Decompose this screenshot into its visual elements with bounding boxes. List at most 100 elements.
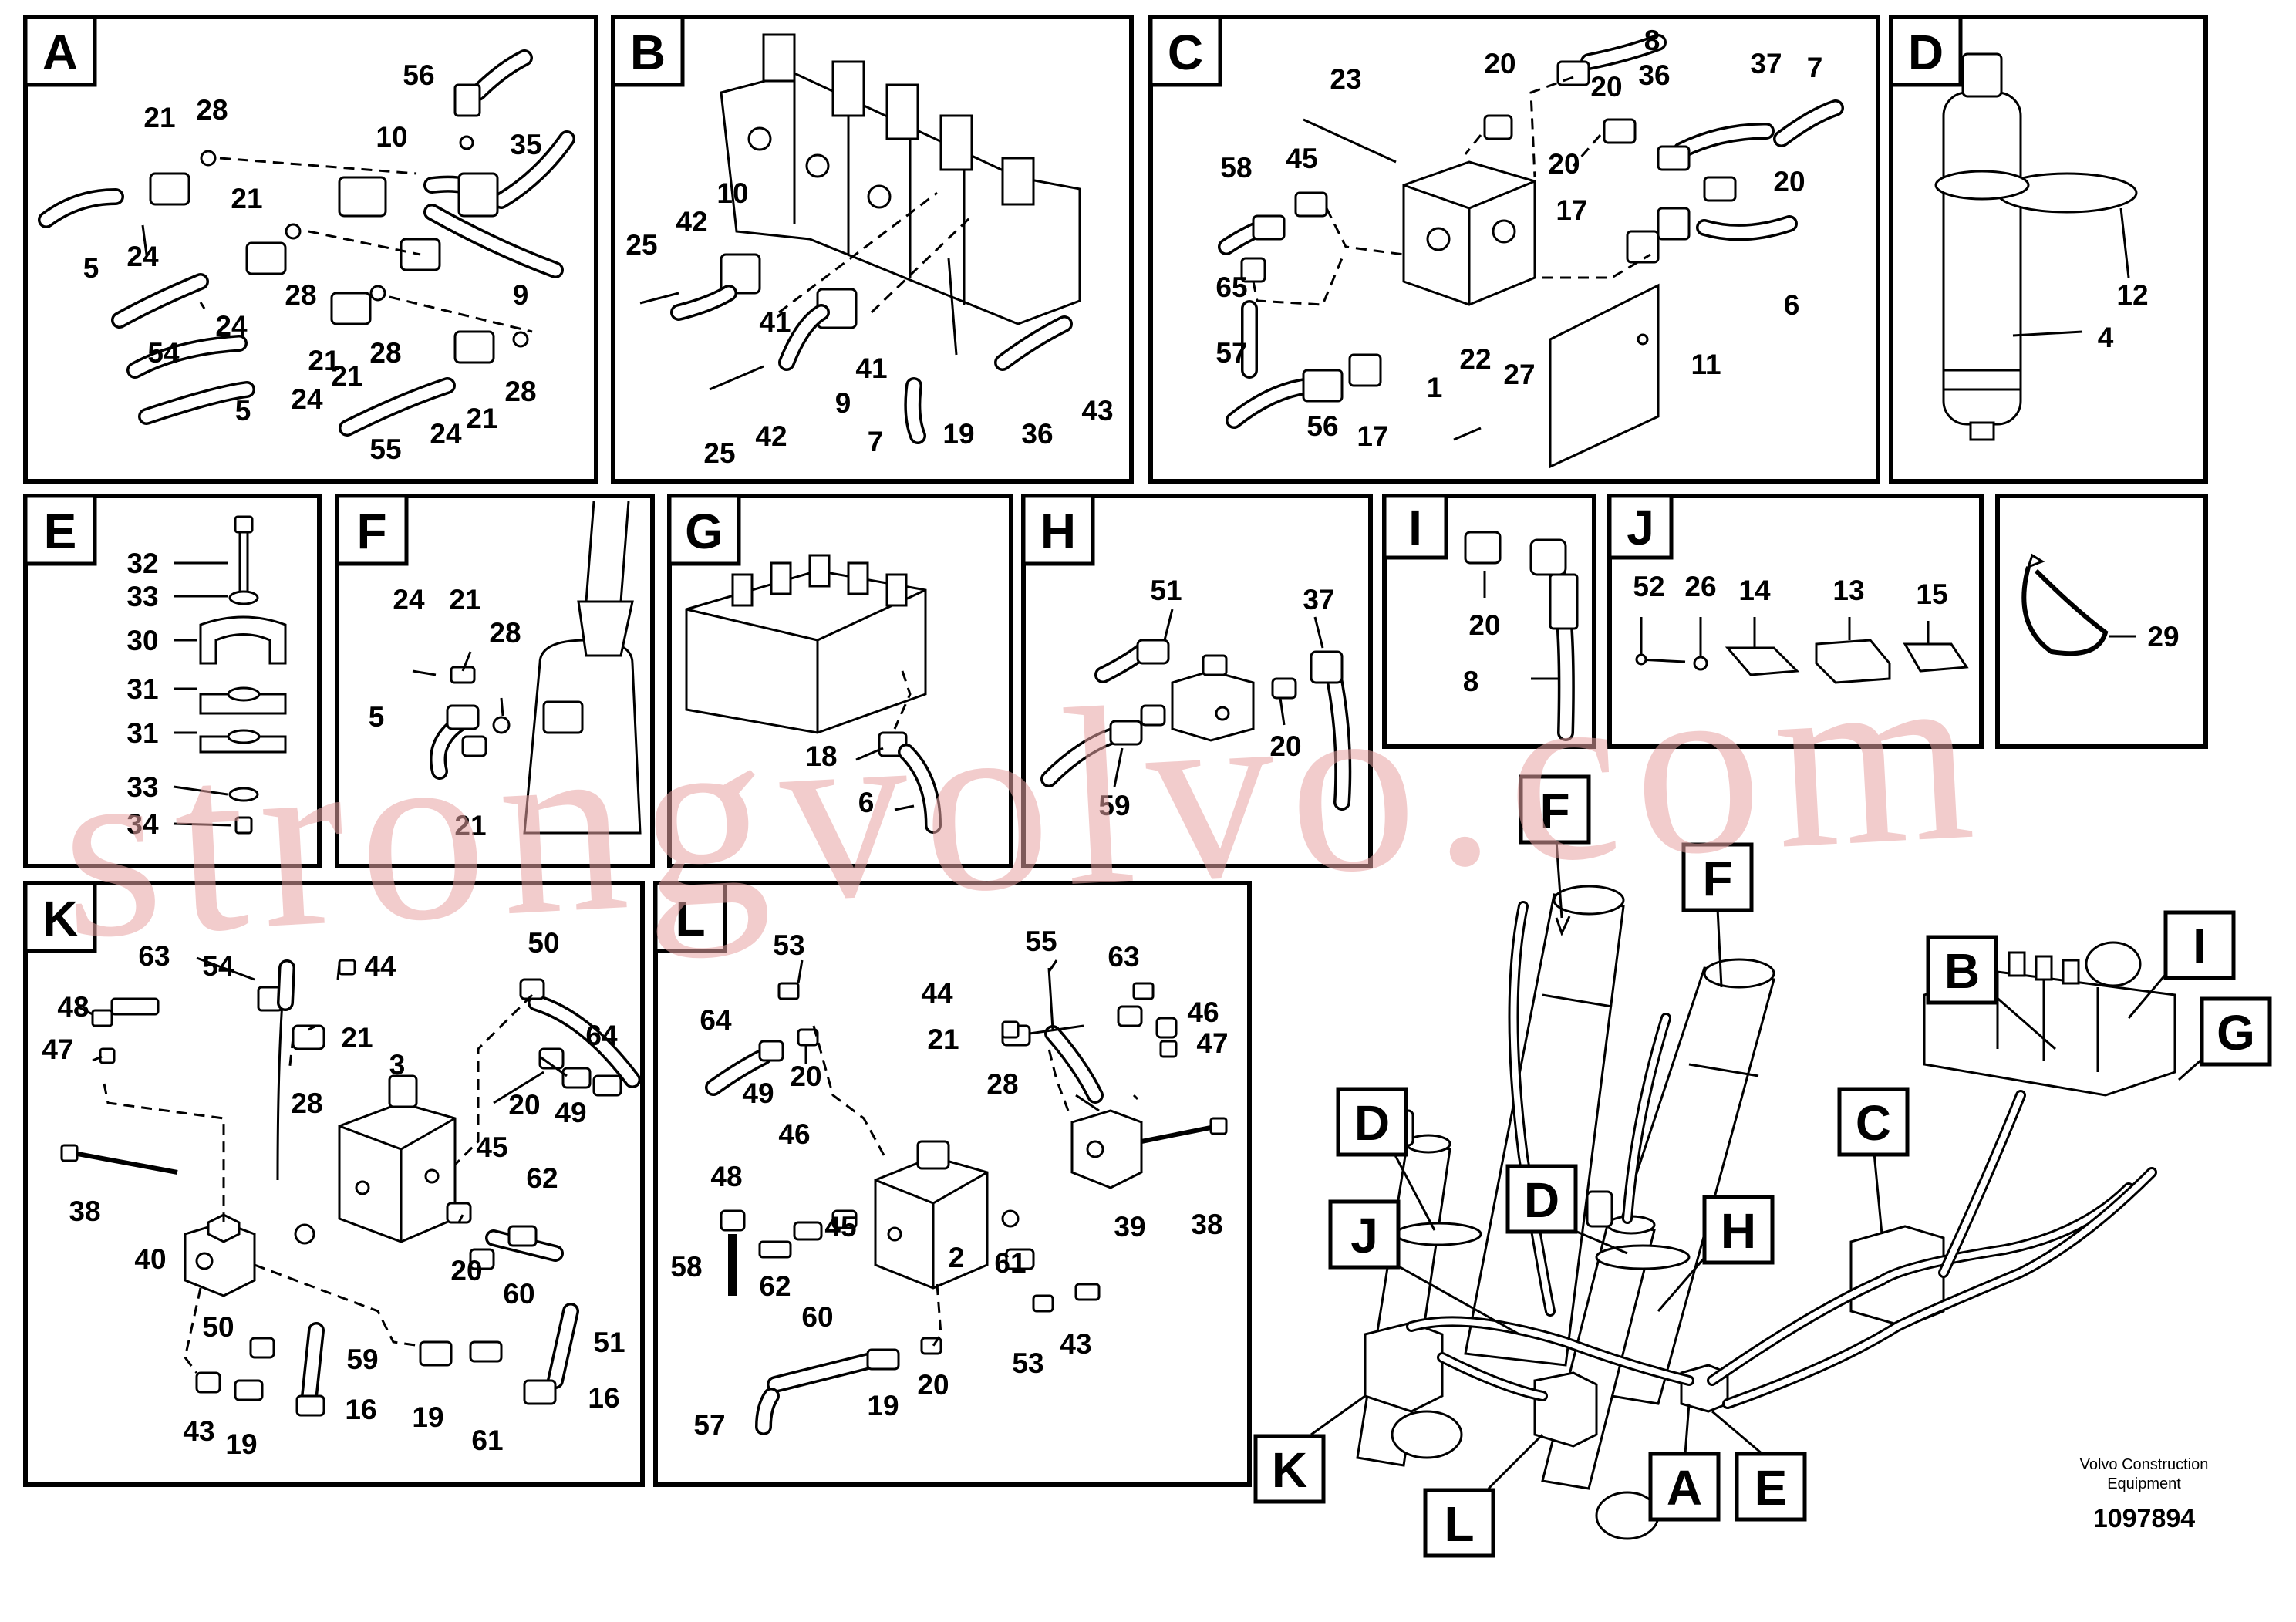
- callout: 21: [341, 1022, 373, 1054]
- svg-text:D: D: [1354, 1095, 1390, 1151]
- svg-text:B: B: [1944, 943, 1980, 999]
- callout: 33: [126, 581, 158, 612]
- callout: 43: [1060, 1328, 1091, 1360]
- company-name-line2: Equipment: [2107, 1475, 2181, 1492]
- callout: 20: [450, 1255, 482, 1286]
- callout: 39: [1114, 1211, 1145, 1243]
- callout: 23: [1330, 63, 1361, 95]
- callout: 52: [1633, 571, 1664, 602]
- overview-callout-e: E: [1711, 1410, 1807, 1522]
- callout: 53: [773, 929, 804, 961]
- callout: 13: [1832, 575, 1864, 606]
- panel-j-callouts: 52 26 14 13 15: [1633, 571, 1947, 610]
- callout: 28: [504, 376, 536, 407]
- callout: 24: [430, 418, 462, 450]
- callout: 54: [202, 950, 234, 982]
- panel-e: E 32 33 30 31 31 33 34: [23, 494, 322, 868]
- callout: 10: [376, 121, 407, 153]
- panel-k-frame: [23, 881, 645, 1487]
- callout: 15: [1916, 578, 1947, 610]
- panel-i: I 20 8: [1382, 494, 1596, 749]
- panel-b-letter: B: [630, 25, 666, 80]
- callout: 5: [369, 701, 385, 733]
- callout: 34: [126, 808, 159, 840]
- panel-d-letter-box: [1889, 15, 1963, 87]
- callout: 59: [346, 1344, 378, 1375]
- panel-d-artwork: [1934, 52, 2138, 441]
- panel-h-artwork: [1040, 609, 1352, 811]
- svg-text:F: F: [1702, 851, 1732, 906]
- callout: 61: [471, 1425, 503, 1456]
- callout: 37: [1303, 584, 1334, 615]
- callout: 40: [134, 1243, 166, 1275]
- callout: 10: [716, 177, 748, 209]
- callout: 14: [1738, 575, 1771, 606]
- callout: 21: [331, 360, 362, 392]
- overview-callout-g: G: [2178, 996, 2272, 1081]
- callout: 21: [143, 102, 175, 133]
- callout: 20: [508, 1089, 540, 1121]
- panel-f: F 24 21 28 5 21: [335, 494, 655, 868]
- callout: 9: [835, 387, 851, 419]
- callout: 20: [917, 1369, 949, 1401]
- panel-g-callouts: 18 6: [805, 740, 874, 818]
- callout: 25: [625, 229, 657, 261]
- svg-text:A: A: [1667, 1460, 1702, 1516]
- panel-d: D 12 4: [1889, 15, 2208, 484]
- callout: 43: [1081, 395, 1113, 427]
- overview-callout-f-left: F: [1519, 774, 1591, 937]
- svg-text:E: E: [1755, 1460, 1788, 1516]
- callout: 62: [526, 1162, 558, 1194]
- callout: 28: [196, 94, 228, 126]
- callout: 58: [670, 1251, 702, 1283]
- svg-text:D: D: [1524, 1172, 1559, 1228]
- panel-i-frame: [1382, 494, 1596, 749]
- callout: 20: [1548, 148, 1580, 180]
- callout: 20: [1773, 166, 1805, 197]
- panel-l-artwork: [705, 959, 1228, 1435]
- callout: 7: [868, 426, 884, 457]
- callout: 26: [1684, 571, 1716, 602]
- callout: 38: [69, 1195, 100, 1227]
- callout: 50: [528, 927, 559, 959]
- callout: 62: [759, 1270, 791, 1302]
- callout: 30: [126, 625, 158, 656]
- callout: 47: [1196, 1027, 1228, 1059]
- callout: 41: [759, 306, 791, 338]
- cable-tie-artwork: [2021, 553, 2136, 656]
- panel-b-letter-box: [611, 15, 685, 87]
- callout: 31: [126, 673, 158, 705]
- callout: 56: [1306, 410, 1338, 442]
- callout: 1: [1427, 372, 1443, 403]
- callout: 17: [1556, 194, 1587, 226]
- callout: 19: [412, 1401, 443, 1433]
- title-block: Volvo Construction Equipment 1097894: [2080, 1456, 2209, 1533]
- callout: 21: [449, 584, 480, 615]
- panel-j-letter: J: [1627, 500, 1654, 555]
- svg-text:C: C: [1856, 1095, 1891, 1151]
- panel-i-callouts: 20 8: [1463, 609, 1501, 697]
- callout: 21: [927, 1023, 959, 1055]
- callout: 19: [225, 1428, 257, 1460]
- panel-i-artwork: [1464, 531, 1579, 741]
- callout: 63: [138, 940, 170, 972]
- panel-i-letter-box: [1382, 494, 1448, 560]
- panel-h-frame: [1021, 494, 1373, 868]
- overview-callout-l: L: [1423, 1433, 1544, 1558]
- panel-b-artwork: [639, 33, 1081, 444]
- callout: 49: [742, 1077, 774, 1109]
- company-name-line1: Volvo Construction: [2080, 1456, 2209, 1473]
- svg-text:I: I: [2193, 919, 2207, 974]
- callout: 47: [42, 1034, 73, 1065]
- callout: 27: [1503, 359, 1535, 390]
- callout: 18: [805, 740, 837, 772]
- callout: 65: [1215, 271, 1247, 303]
- panel-g-frame: [667, 494, 1013, 868]
- panel-f-letter-box: [335, 494, 409, 566]
- panel-f-letter: F: [356, 504, 386, 559]
- callout: 20: [1484, 48, 1515, 79]
- watermark: strongvolvo.com: [55, 610, 1993, 992]
- panel-c-frame: [1148, 15, 1880, 484]
- callout: 7: [1807, 52, 1823, 83]
